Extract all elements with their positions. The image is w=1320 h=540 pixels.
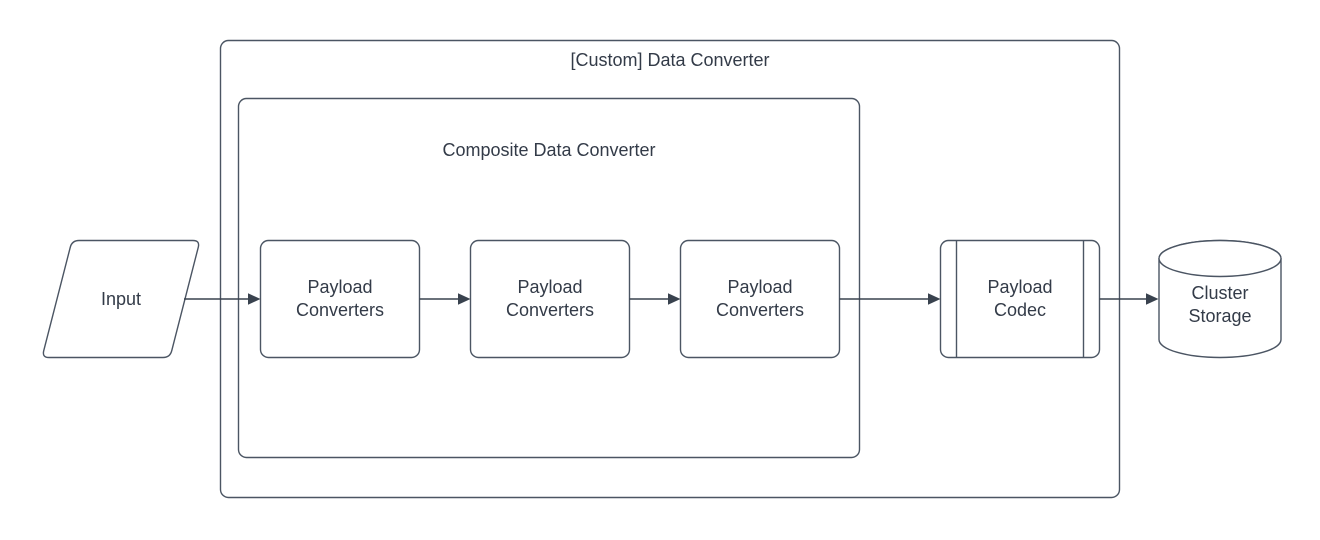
- payload-converters-1-label: Payload Converters: [295, 277, 385, 320]
- cylinder-top-ellipse: [1158, 239, 1282, 278]
- payload-converters-3-label: Payload Converters: [715, 277, 805, 320]
- input-parallelogram: [42, 239, 200, 359]
- arrowhead-icon: [928, 293, 941, 305]
- arrow-payload-converters-3-to-codec: [839, 293, 941, 305]
- payload-codec-label: Payload Codec: [987, 277, 1053, 320]
- arrowhead-icon: [248, 293, 261, 305]
- inner-container-title: Composite Data Converter: [442, 140, 656, 160]
- arrow-codec-to-cluster-storage: [1099, 293, 1159, 305]
- arrow-payload-converters-1-to-2: [419, 293, 471, 305]
- arrowhead-icon: [1146, 293, 1159, 305]
- outer-container-title: [Custom] Data Converter: [570, 50, 770, 70]
- arrowhead-icon: [668, 293, 681, 305]
- input-label: Input: [100, 288, 142, 309]
- arrow-payload-converters-2-to-3: [629, 293, 681, 305]
- arrowhead-icon: [458, 293, 471, 305]
- cluster-storage-label: Cluster Storage: [1188, 283, 1252, 326]
- cluster-storage-cylinder: [1158, 239, 1282, 359]
- arrow-input-to-payload-converters-1: [184, 293, 261, 305]
- payload-converters-2-label: Payload Converters: [505, 277, 595, 320]
- payload-codec-box: [939, 239, 1101, 359]
